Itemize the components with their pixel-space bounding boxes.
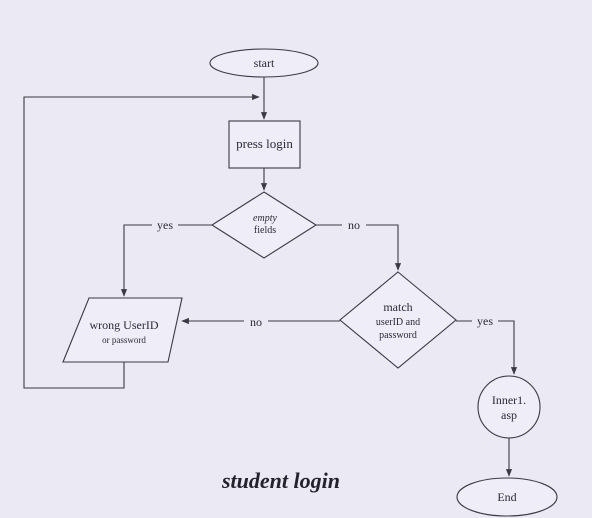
inner-label-line1: Inner1.	[492, 393, 526, 407]
match-label-line3: password	[379, 330, 417, 341]
end-terminator	[456, 477, 558, 517]
match-label-line1: match	[383, 300, 412, 314]
empty-fields-label-line1: empty	[253, 213, 277, 224]
start-label: start	[254, 56, 275, 70]
wrong-label-line1: wrong UserID	[90, 318, 159, 332]
edge-empty-fields-yes	[120, 224, 212, 297]
press-login-process	[228, 120, 301, 169]
inner1-asp-connector	[477, 375, 541, 439]
start-terminator	[209, 48, 319, 78]
end-label: End	[497, 490, 516, 504]
diagram-title: student login	[221, 468, 340, 493]
edge-wrong-loop-back	[23, 93, 260, 389]
edge-match-yes	[456, 320, 518, 375]
inner-label-line2: asp	[501, 408, 517, 422]
wrong-label-line2: or password	[102, 335, 146, 345]
press-login-label: press login	[236, 136, 293, 151]
empty-fields-label-line2: fields	[254, 225, 276, 236]
edge-label-empty-no: no	[348, 218, 360, 232]
match-decision	[339, 271, 457, 369]
edge-label-empty-yes: yes	[157, 218, 173, 232]
empty-fields-decision	[210, 191, 318, 259]
edge-label-match-no: no	[250, 315, 262, 329]
edge-label-match-yes: yes	[477, 314, 493, 328]
wrong-userid-output	[62, 297, 183, 363]
match-label-line2: userID and	[376, 317, 420, 328]
